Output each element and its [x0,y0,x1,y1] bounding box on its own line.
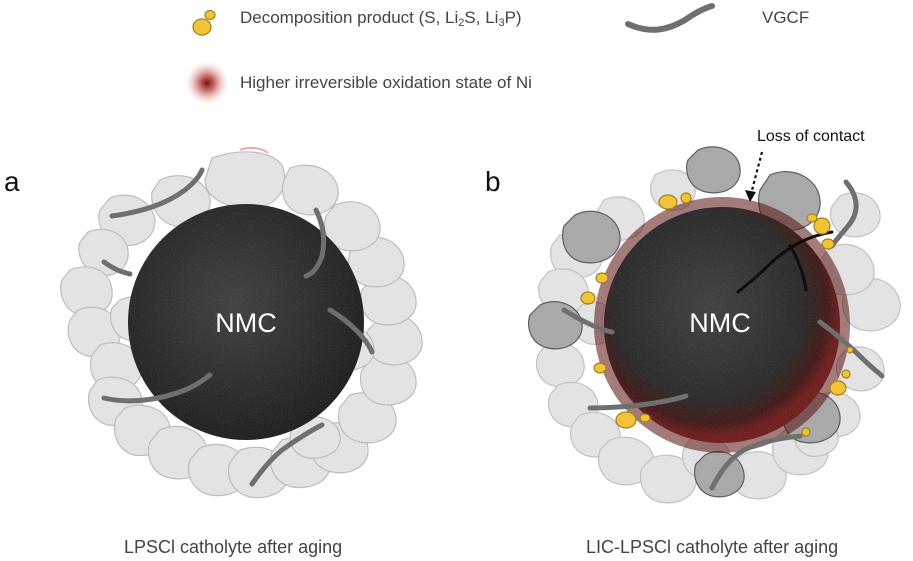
panel-a-fibers [101,167,375,487]
panel-b-core [594,197,850,453]
panel-b-fibers [561,179,885,491]
oxidation-glow-icon [185,61,229,105]
arrow-down-icon [745,151,764,202]
vgcf-fiber-icon [625,3,715,33]
loss-of-contact-label: Loss of contact [757,128,865,145]
legend-oxidation-label: Higher irreversible oxidation state of N… [240,73,532,92]
panel-a-letter: a [4,166,20,197]
panel-b-core-label: NMC [689,308,751,338]
legend-decomposition-label: Decomposition product (S, Li2S, Li3P) [240,8,522,29]
decomposition-product-icon [192,9,216,36]
crack [736,230,834,294]
panel-a-caption: LPSCl catholyte after aging [124,537,343,557]
legend-vgcf-label: VGCF [762,8,810,27]
panel-b-decomposition-products [580,192,854,437]
panel-b-letter: b [485,166,501,197]
panel-a-core-label: NMC [215,308,277,338]
panel-b-caption: LIC-LPSCl catholyte after aging [586,537,839,557]
panel-a-core [128,204,364,440]
